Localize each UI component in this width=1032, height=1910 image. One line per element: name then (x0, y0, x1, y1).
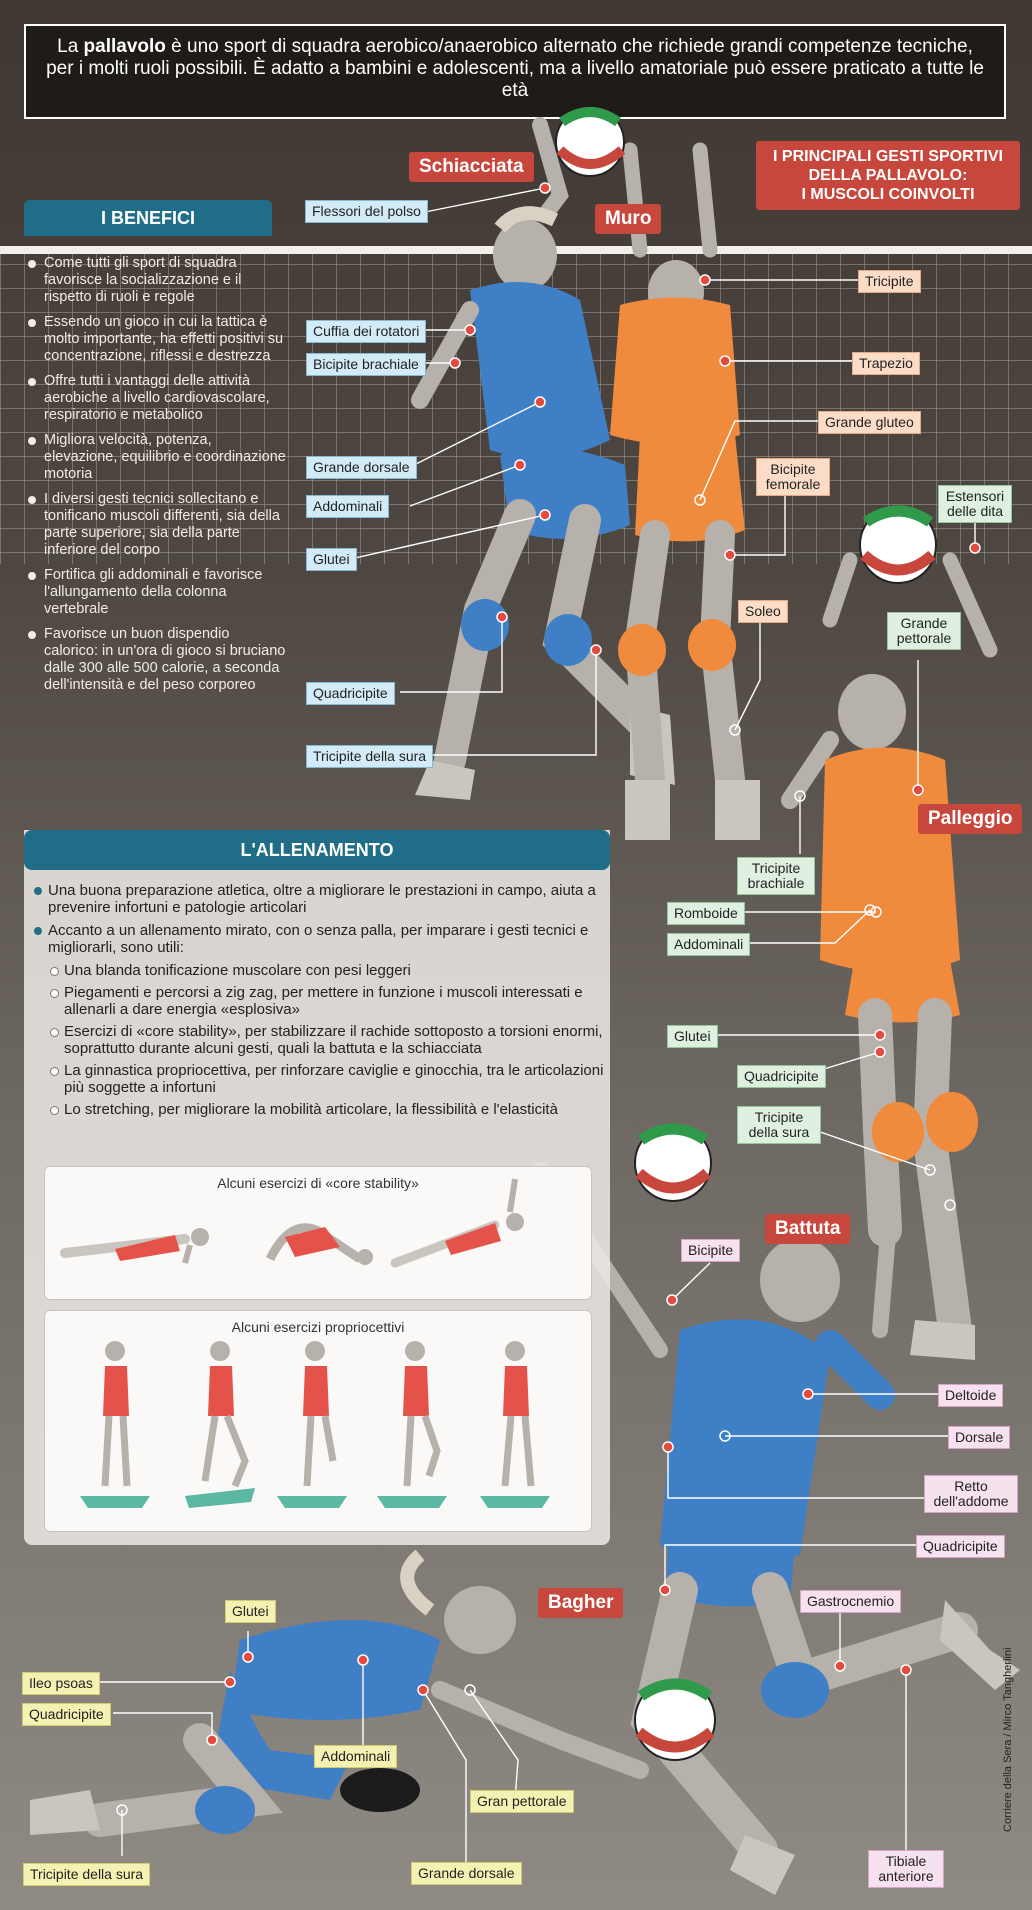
training-item: Una buona preparazione atletica, oltre a… (34, 882, 604, 916)
gesture-muro: Muro (595, 204, 662, 234)
balance-figure-4 (377, 1341, 447, 1508)
balance-figure-5 (480, 1341, 550, 1508)
intro-bold: pallavolo (83, 36, 166, 57)
benefit-item: Come tutti gli sport di squadra favorisc… (26, 255, 286, 306)
core-stability-box: Alcuni esercizi di «core stability» (44, 1166, 592, 1300)
training-body: Una buona preparazione atletica, oltre a… (34, 882, 604, 1123)
label-palleggio: Glutei (667, 1025, 718, 1048)
label-battuta: Retto dell'addome (924, 1475, 1018, 1513)
balance-figure-3 (277, 1341, 347, 1508)
plank-figure (60, 1228, 209, 1264)
label-bagher: Addominali (314, 1745, 398, 1768)
label-palleggio: Estensori delle dita (938, 485, 1012, 523)
benefit-item: Migliora velocità, potenza, elevazione, … (26, 432, 286, 483)
label-palleggio: Grande pettorale (887, 612, 961, 650)
proprioceptive-box: Alcuni esercizi propriocettivi (44, 1310, 592, 1532)
label-muro: Grande gluteo (818, 411, 921, 434)
label-schiacciata: Grande dorsale (306, 456, 417, 479)
label-bagher: Gran pettorale (470, 1790, 574, 1813)
benefits-header: I BENEFICI (24, 200, 272, 236)
core-stability-title: Alcuni esercizi di «core stability» (217, 1175, 419, 1191)
intro-prefix: La (57, 36, 84, 57)
training-subitem: Piegamenti e percorsi a zig zag, per met… (34, 984, 604, 1018)
schiacciata-player (411, 117, 675, 800)
main-title-line2: DELLA PALLAVOLO: (808, 167, 968, 184)
label-schiacciata: Addominali (306, 495, 390, 518)
main-title: I PRINCIPALI GESTI SPORTIVI DELLA PALLAV… (756, 141, 1020, 210)
label-battuta: Gastrocnemio (800, 1590, 902, 1613)
training-item: Accanto a un allenamento mirato, con o s… (34, 922, 604, 956)
volleyball-1 (555, 107, 626, 177)
label-bagher: Ileo psoas (22, 1672, 100, 1695)
training-subitem: Lo stretching, per migliorare la mobilit… (34, 1101, 604, 1118)
label-muro: Trapezio (852, 352, 920, 375)
label-schiacciata: Flessori del polso (305, 200, 428, 223)
label-battuta: Dorsale (948, 1426, 1011, 1449)
label-bagher: Grande dorsale (411, 1862, 522, 1885)
training-subitem: La ginnastica propriocettiva, per rinfor… (34, 1062, 604, 1096)
balance-figure-1 (80, 1341, 150, 1508)
training-subitem: Esercizi di «core stability», per stabil… (34, 1023, 604, 1057)
credit-text: Corriere della Sera / Mirco Tangherlini (1002, 1647, 1014, 1833)
label-bagher: Quadricipite (22, 1703, 111, 1726)
benefit-item: Fortifica gli addominali e favorisce l'a… (26, 567, 286, 618)
benefit-item: Favorisce un buon dispendio calorico: in… (26, 626, 286, 694)
label-schiacciata: Glutei (306, 548, 357, 571)
gesture-palleggio: Palleggio (918, 804, 1023, 834)
label-palleggio: Tricipite brachiale (737, 857, 815, 895)
label-schiacciata: Tricipite della sura (306, 745, 434, 768)
bridge-figure (265, 1223, 373, 1265)
benefits-list: Come tutti gli sport di squadra favorisc… (26, 255, 286, 702)
palleggio-player (781, 552, 998, 1360)
gesture-schiacciata: Schiacciata (409, 152, 534, 182)
label-bagher: Tricipite della sura (23, 1863, 151, 1886)
label-palleggio: Romboide (667, 902, 745, 925)
muro-player (610, 142, 760, 840)
volleyball-4 (634, 1678, 716, 1761)
label-palleggio: Addominali (667, 933, 751, 956)
label-battuta: Bicipite (681, 1239, 741, 1262)
label-schiacciata: Bicipite brachiale (306, 353, 426, 376)
label-battuta: Tibiale anteriore (868, 1850, 944, 1888)
proprioceptive-title: Alcuni esercizi propriocettivi (231, 1319, 405, 1335)
benefit-item: Offre tutti i vantaggi delle attività ae… (26, 373, 286, 424)
volleyball-3 (634, 1123, 712, 1202)
volleyball-2 (859, 505, 937, 584)
label-muro: Bicipite femorale (756, 458, 830, 496)
label-muro: Soleo (738, 600, 788, 623)
intro-box: La pallavolo è uno sport di squadra aero… (24, 24, 1006, 119)
training-subitem: Una blanda tonificazione muscolare con p… (34, 962, 604, 979)
label-battuta: Quadricipite (916, 1535, 1005, 1558)
label-muro: Tricipite (858, 270, 921, 293)
proprioceptive-figures (80, 1341, 550, 1508)
core-stability-figures (60, 1178, 524, 1268)
benefit-item: I diversi gesti tecnici sollecitano e to… (26, 491, 286, 559)
battuta-player (532, 1162, 1020, 1895)
main-title-line1: I PRINCIPALI GESTI SPORTIVI (773, 148, 1003, 165)
side-plank-figure (390, 1178, 524, 1268)
gesture-bagher: Bagher (538, 1588, 624, 1618)
label-schiacciata: Quadricipite (306, 682, 395, 705)
gesture-battuta: Battuta (765, 1214, 851, 1244)
label-palleggio: Quadricipite (737, 1065, 826, 1088)
benefit-item: Essendo un gioco in cui la tattica è mol… (26, 314, 286, 365)
training-header: L'ALLENAMENTO (24, 830, 610, 870)
marker-rings (116, 494, 956, 1816)
label-bagher: Glutei (225, 1600, 276, 1623)
label-battuta: Deltoide (938, 1384, 1004, 1407)
intro-text: è uno sport di squadra aerobico/anaerobi… (46, 36, 984, 101)
label-schiacciata: Cuffia dei rotatori (306, 320, 427, 343)
marker-dots (206, 182, 981, 1746)
label-palleggio: Tricipite della sura (737, 1106, 821, 1144)
balance-figure-2 (185, 1341, 255, 1508)
main-title-line3: I MUSCOLI COINVOLTI (801, 186, 975, 203)
